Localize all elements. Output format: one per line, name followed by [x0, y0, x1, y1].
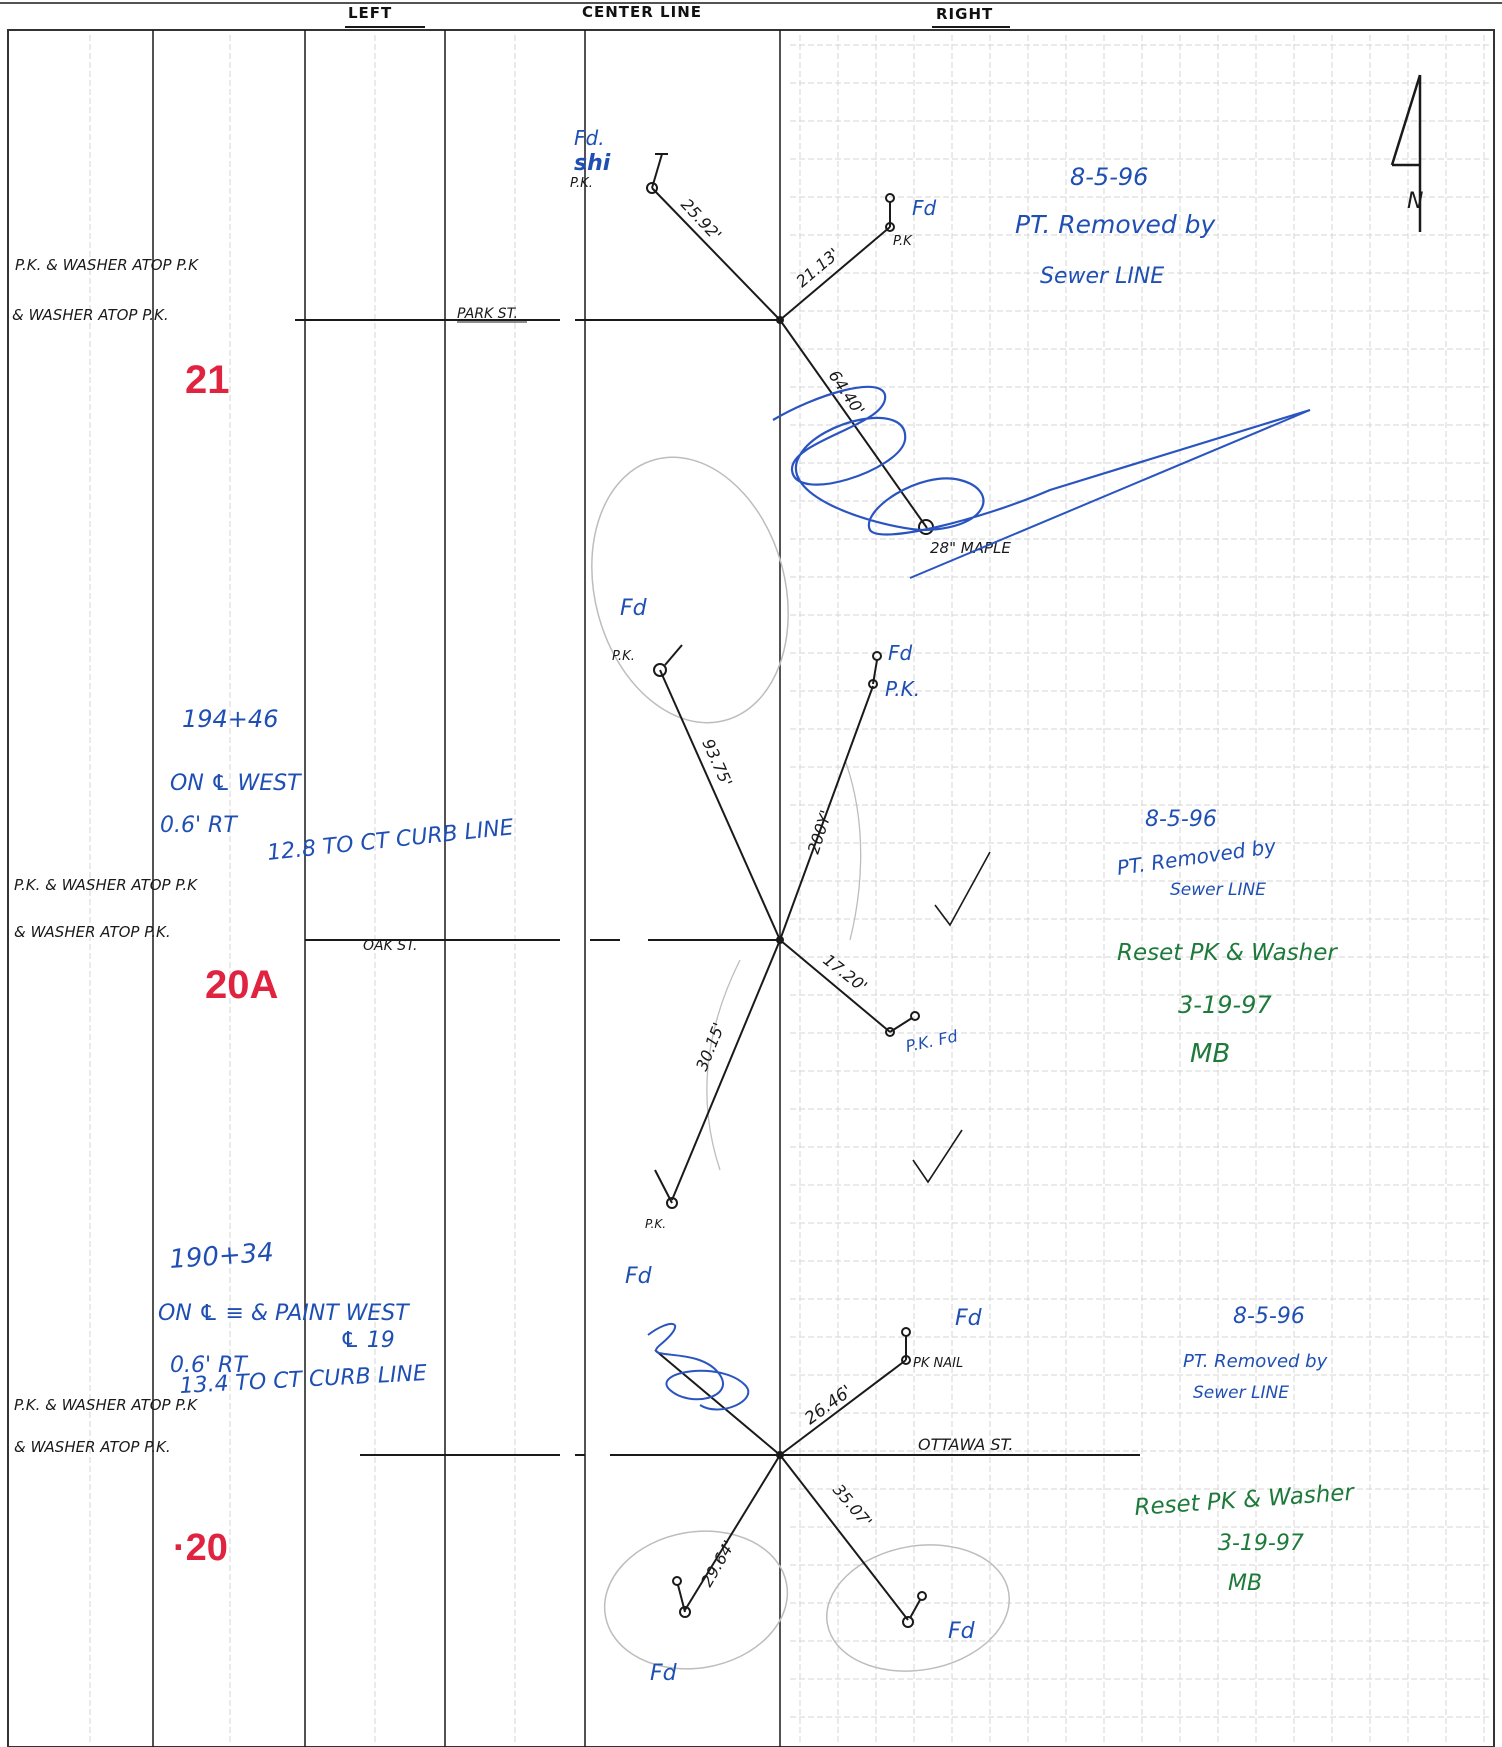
station-20-loc-line1: ON ℄ ≡ & PAINT WEST [158, 1301, 410, 1326]
station-20-ne-label: Fd [955, 1306, 983, 1331]
station-20: OTTAWA ST. 190+34 ON ℄ ≡ & PAINT WEST ℄ … [14, 1238, 1356, 1686]
street-label-ottawa: OTTAWA ST. [918, 1435, 1014, 1454]
pencil-loops [591, 456, 1010, 1672]
station-20a-reset-date: 3-19-97 [1178, 991, 1272, 1019]
station-20a-note-line1: PT. Removed by [1115, 834, 1278, 880]
station-20-reset-line1: Reset PK & Washer [1134, 1480, 1357, 1521]
sheet-border [7, 29, 1495, 1747]
column-rules [152, 30, 781, 1747]
station-20a-loc-line3: 12.8 TO CT CURB LINE [266, 815, 515, 866]
station-20-ne-dist: 26.46' [801, 1382, 856, 1430]
scribble-station-20 [647, 1322, 749, 1411]
station-20-note-date: 8-5-96 [1233, 1304, 1305, 1329]
station-20a-sw-pk: P.K. [645, 1217, 666, 1231]
station-20-loc-line2: 0.6' RT [170, 1353, 248, 1378]
street-label-park: PARK ST. [457, 306, 518, 322]
station-21-ne-label: Fd [912, 196, 937, 220]
station-20-station-value: 190+34 [168, 1238, 274, 1275]
station-20a-nw-pk: P.K. [612, 649, 635, 664]
station-20a-nw-label: Fd [620, 596, 648, 621]
station-20a-loc-line1: ON ℄ WEST [170, 771, 302, 796]
station-20a-nw-dist: 93.75' [698, 736, 736, 790]
header-right: RIGHT [936, 5, 993, 23]
station-20-note-line1: PT. Removed by [1183, 1351, 1328, 1372]
north-arrow: N [1390, 74, 1423, 232]
station-20a-reset-initials: MB [1190, 1039, 1230, 1069]
station-21-note-line2: Sewer LINE [1040, 264, 1164, 289]
station-21-number: 21 [185, 358, 230, 402]
station-20-desc-line1: P.K. & WASHER ATOP P.K [14, 1396, 198, 1414]
station-20-reset-initials: MB [1228, 1571, 1262, 1596]
station-20a-loc-line2: 0.6' RT [160, 813, 238, 838]
station-20-se-dist: 35.07' [829, 1480, 876, 1531]
station-20a-ne-dist: 200Y' [804, 808, 836, 856]
station-20a: OAK ST. 194+46 ON ℄ WEST 0.6' RT 12.8 TO… [14, 596, 1338, 1289]
station-21-nw-label-mid: shi [574, 151, 611, 176]
header-left: LEFT [348, 4, 392, 22]
station-20-sw-label: Fd [650, 1661, 678, 1686]
header-center: CENTER LINE [582, 3, 702, 21]
station-20a-sw-dist: 30.15' [692, 1020, 728, 1074]
station-21-nw-dist: 25.92' [677, 195, 725, 245]
station-21-nw-pk: P.K. [570, 176, 593, 191]
station-21-desc-line2: & WASHER ATOP P.K. [12, 306, 169, 324]
station-20-desc-line2: & WASHER ATOP P.K. [14, 1438, 171, 1456]
faint-grid [89, 35, 1490, 1745]
station-21-desc-line1: P.K. & WASHER ATOP P.K [15, 256, 199, 274]
station-20a-station-value: 194+46 [182, 705, 278, 733]
station-21-note-line1: PT. Removed by [1015, 210, 1217, 239]
station-20a-ne-pk: P.K. [885, 677, 920, 701]
station-20-reset-date: 3-19-97 [1218, 1531, 1304, 1556]
station-20a-desc-line2: & WASHER ATOP P.K. [14, 923, 171, 941]
station-21: PARK ST. P.K. & WASHER ATOP P.K & WASHER… [12, 126, 1311, 579]
station-20a-number: 20A [205, 963, 278, 1007]
station-20a-se-label: P.K. Fd [904, 1026, 960, 1056]
station-20-se-label: Fd [948, 1619, 976, 1644]
scribble-station-21 [772, 385, 1311, 536]
column-header: LEFT CENTER LINE RIGHT [0, 2, 1502, 28]
station-20a-ne-label: Fd [888, 641, 913, 665]
station-20-sw-dist: 29.64' [697, 1537, 739, 1590]
north-arrow-label: N [1407, 189, 1423, 214]
station-20-note-line2: Sewer LINE [1193, 1383, 1289, 1403]
station-20a-note-line2: Sewer LINE [1170, 880, 1266, 900]
station-20-loc-line1b: ℄ 19 [340, 1328, 395, 1353]
station-20-number: ·20 [173, 1527, 228, 1569]
station-21-nw-label-top: Fd. [574, 126, 605, 150]
street-label-oak: OAK ST. [363, 938, 417, 954]
station-20a-desc-line1: P.K. & WASHER ATOP P.K [14, 876, 198, 894]
station-20a-note-date: 8-5-96 [1145, 807, 1217, 832]
station-21-se-label: 28" MAPLE [930, 539, 1011, 557]
station-21-ne-pk: P.K [893, 234, 913, 249]
station-20-ne-pk: PK NAIL [913, 1356, 963, 1371]
station-20a-sw-label: Fd [625, 1264, 653, 1289]
station-21-note-date: 8-5-96 [1070, 163, 1148, 191]
station-20a-reset-line1: Reset PK & Washer [1117, 940, 1338, 966]
